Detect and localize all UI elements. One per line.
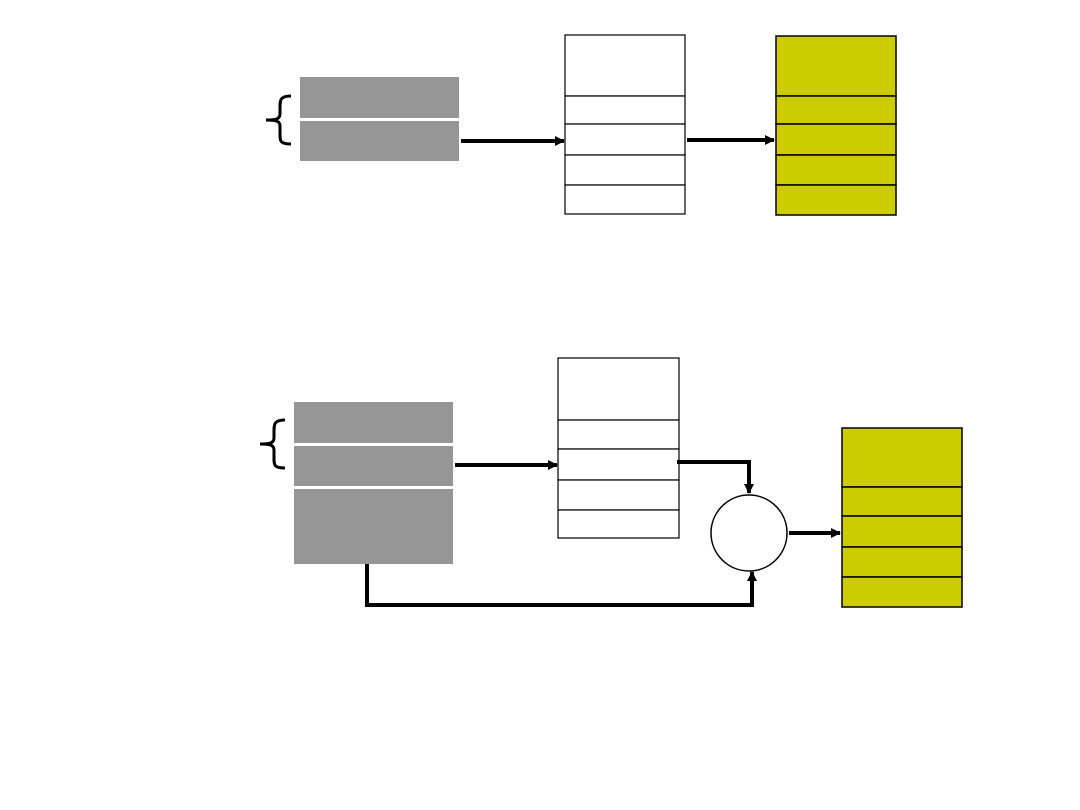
- bottom-diagram: [259, 357, 963, 608]
- table-row: [564, 34, 686, 97]
- memory-row: [775, 35, 897, 97]
- register-field: [294, 402, 453, 443]
- memory-row: [841, 576, 963, 608]
- left-curly-brace-icon: [259, 418, 286, 470]
- memory-row: [775, 184, 897, 216]
- table-row: [564, 184, 686, 215]
- memory-block: [775, 35, 897, 216]
- memory-row: [841, 486, 963, 517]
- register-block: [300, 77, 459, 161]
- register-block: [294, 402, 453, 564]
- arrow-up-icon: [365, 564, 757, 607]
- table-row: [557, 419, 680, 450]
- register-field: [300, 77, 459, 118]
- register-field: [294, 446, 453, 486]
- register-field: [300, 121, 459, 161]
- page-table: [564, 34, 686, 215]
- memory-row: [775, 123, 897, 156]
- arrow-down-icon: [677, 460, 754, 494]
- memory-row: [841, 546, 963, 578]
- table-row: [557, 509, 680, 539]
- table-row: [557, 357, 680, 421]
- register-field: [294, 489, 453, 564]
- table-row: [557, 479, 680, 511]
- memory-row: [775, 95, 897, 125]
- adder-circle-icon: [710, 494, 788, 572]
- top-diagram: [265, 34, 897, 216]
- memory-row: [841, 515, 963, 548]
- memory-row: [841, 427, 963, 488]
- left-curly-brace-icon: [265, 94, 292, 146]
- table-row: [557, 448, 680, 481]
- table-row: [564, 154, 686, 186]
- memory-block: [841, 427, 963, 608]
- page-table: [557, 357, 680, 539]
- table-row: [564, 95, 686, 125]
- table-row: [564, 123, 686, 156]
- memory-row: [775, 154, 897, 186]
